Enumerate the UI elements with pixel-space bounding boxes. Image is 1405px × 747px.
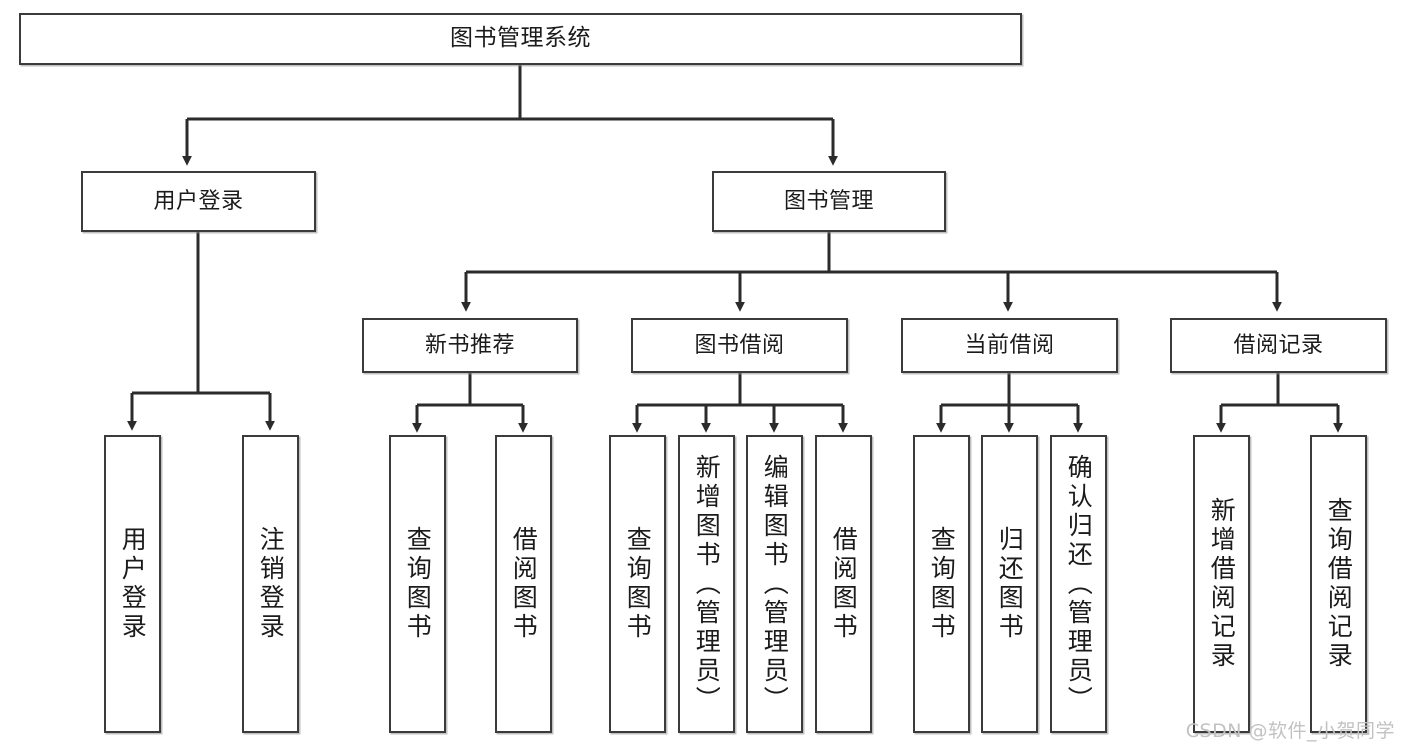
leaf-add-book-admin[interactable]: 新增图书（管理员） — [678, 435, 735, 733]
leaf-edit-book-admin[interactable]: 编辑图书（管理员） — [746, 435, 803, 733]
node-label: 确认归还（管理员） — [1064, 453, 1094, 715]
leaf-query-book-newbook[interactable]: 查询图书 — [389, 435, 446, 733]
node-label: 图书管理 — [783, 188, 874, 214]
node-root-book-management-system[interactable]: 图书管理系统 — [19, 13, 1022, 65]
node-user-login[interactable]: 用户登录 — [81, 171, 316, 232]
node-label: 新书推荐 — [424, 332, 515, 358]
node-label: 新增图书（管理员） — [692, 453, 722, 715]
node-label: 查询图书 — [403, 526, 433, 642]
node-label: 图书管理系统 — [450, 25, 591, 52]
node-label: 用户登录 — [118, 526, 148, 642]
node-book-management[interactable]: 图书管理 — [712, 171, 946, 232]
node-label: 查询图书 — [623, 526, 653, 642]
leaf-user-logout[interactable]: 注销登录 — [242, 435, 299, 733]
node-label: 借阅图书 — [829, 526, 859, 642]
node-label: 新增借阅记录 — [1207, 497, 1237, 671]
leaf-borrow-book-newbook[interactable]: 借阅图书 — [495, 435, 552, 733]
node-label: 查询图书 — [927, 526, 957, 642]
node-label: 编辑图书（管理员） — [760, 453, 790, 715]
node-label: 当前借阅 — [964, 332, 1055, 358]
node-label: 借阅记录 — [1233, 332, 1324, 358]
leaf-query-book-current[interactable]: 查询图书 — [913, 435, 970, 733]
leaf-query-borrowing-record[interactable]: 查询借阅记录 — [1310, 435, 1367, 733]
leaf-query-book-borrow[interactable]: 查询图书 — [609, 435, 666, 733]
node-current-borrowing[interactable]: 当前借阅 — [901, 318, 1118, 373]
node-label: 注销登录 — [256, 526, 286, 642]
node-label: 查询借阅记录 — [1324, 497, 1354, 671]
leaf-add-borrowing-record[interactable]: 新增借阅记录 — [1193, 435, 1250, 733]
node-borrowing-records[interactable]: 借阅记录 — [1170, 318, 1387, 373]
node-new-book-recommendation[interactable]: 新书推荐 — [362, 318, 578, 373]
node-book-borrowing[interactable]: 图书借阅 — [631, 318, 848, 373]
node-label: 归还图书 — [995, 526, 1025, 642]
node-label: 用户登录 — [153, 188, 244, 214]
leaf-borrow-book-borrow[interactable]: 借阅图书 — [815, 435, 872, 733]
csdn-watermark: CSDN @软件_小贺同学 — [1185, 720, 1395, 742]
node-label: 图书借阅 — [694, 332, 785, 358]
leaf-user-login[interactable]: 用户登录 — [104, 435, 161, 733]
leaf-confirm-return-admin[interactable]: 确认归还（管理员） — [1050, 435, 1107, 733]
leaf-return-book[interactable]: 归还图书 — [981, 435, 1038, 733]
node-label: 借阅图书 — [509, 526, 539, 642]
